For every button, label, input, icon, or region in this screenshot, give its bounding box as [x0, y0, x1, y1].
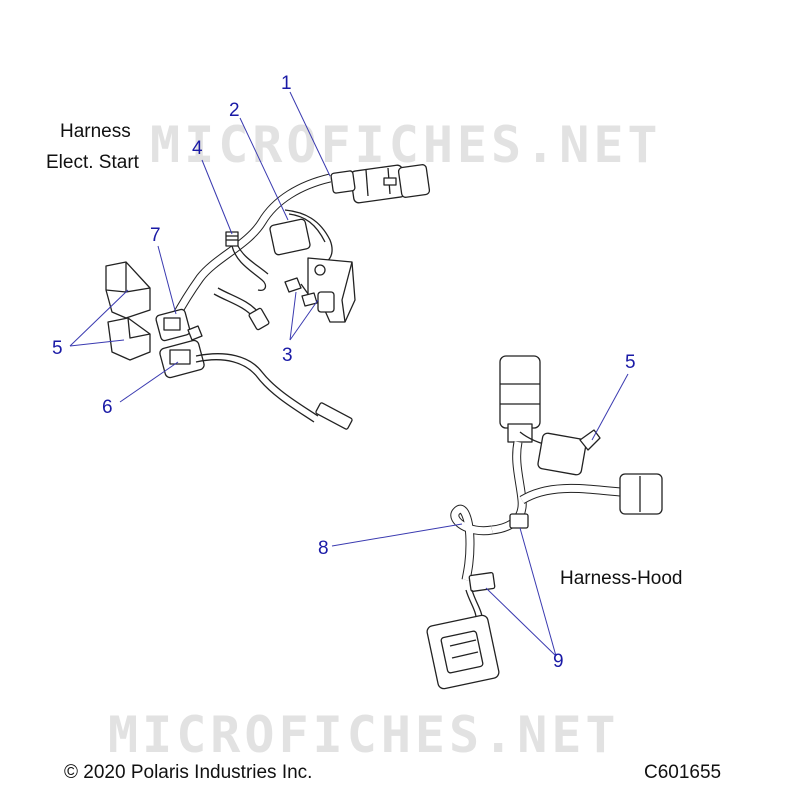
diagram-code: C601655	[644, 762, 722, 783]
leader-lines	[69, 91, 629, 657]
harness-hood	[426, 355, 663, 690]
callout-6: 6	[102, 397, 113, 418]
callout-9: 9	[553, 651, 564, 672]
callout-3: 3	[282, 345, 293, 366]
callout-5-left: 5	[52, 338, 63, 359]
bracket-3	[284, 257, 356, 323]
connector-1	[330, 164, 431, 204]
harness-elect-start-label-line1: Harness	[60, 121, 131, 142]
harness-elect-start	[105, 164, 431, 430]
callout-5-right: 5	[625, 352, 636, 373]
stud-4	[225, 231, 269, 291]
copyright-notice: © 2020 Polaris Industries Inc.	[64, 762, 313, 783]
callout-1: 1	[281, 73, 292, 94]
relay-2	[269, 209, 333, 263]
watermark-bottom: MICROFICHES.NET	[108, 706, 620, 764]
clips-5	[105, 261, 151, 361]
connector-7	[155, 308, 203, 342]
harness-hood-label: Harness-Hood	[560, 568, 683, 589]
callout-4: 4	[192, 138, 203, 159]
callout-8: 8	[318, 538, 329, 559]
connector-6	[159, 339, 353, 430]
watermark-top: MICROFICHES.NET	[150, 116, 662, 174]
harness-elect-start-label-line2: Elect. Start	[46, 152, 139, 173]
callout-2: 2	[229, 100, 240, 121]
callout-7: 7	[150, 225, 161, 246]
